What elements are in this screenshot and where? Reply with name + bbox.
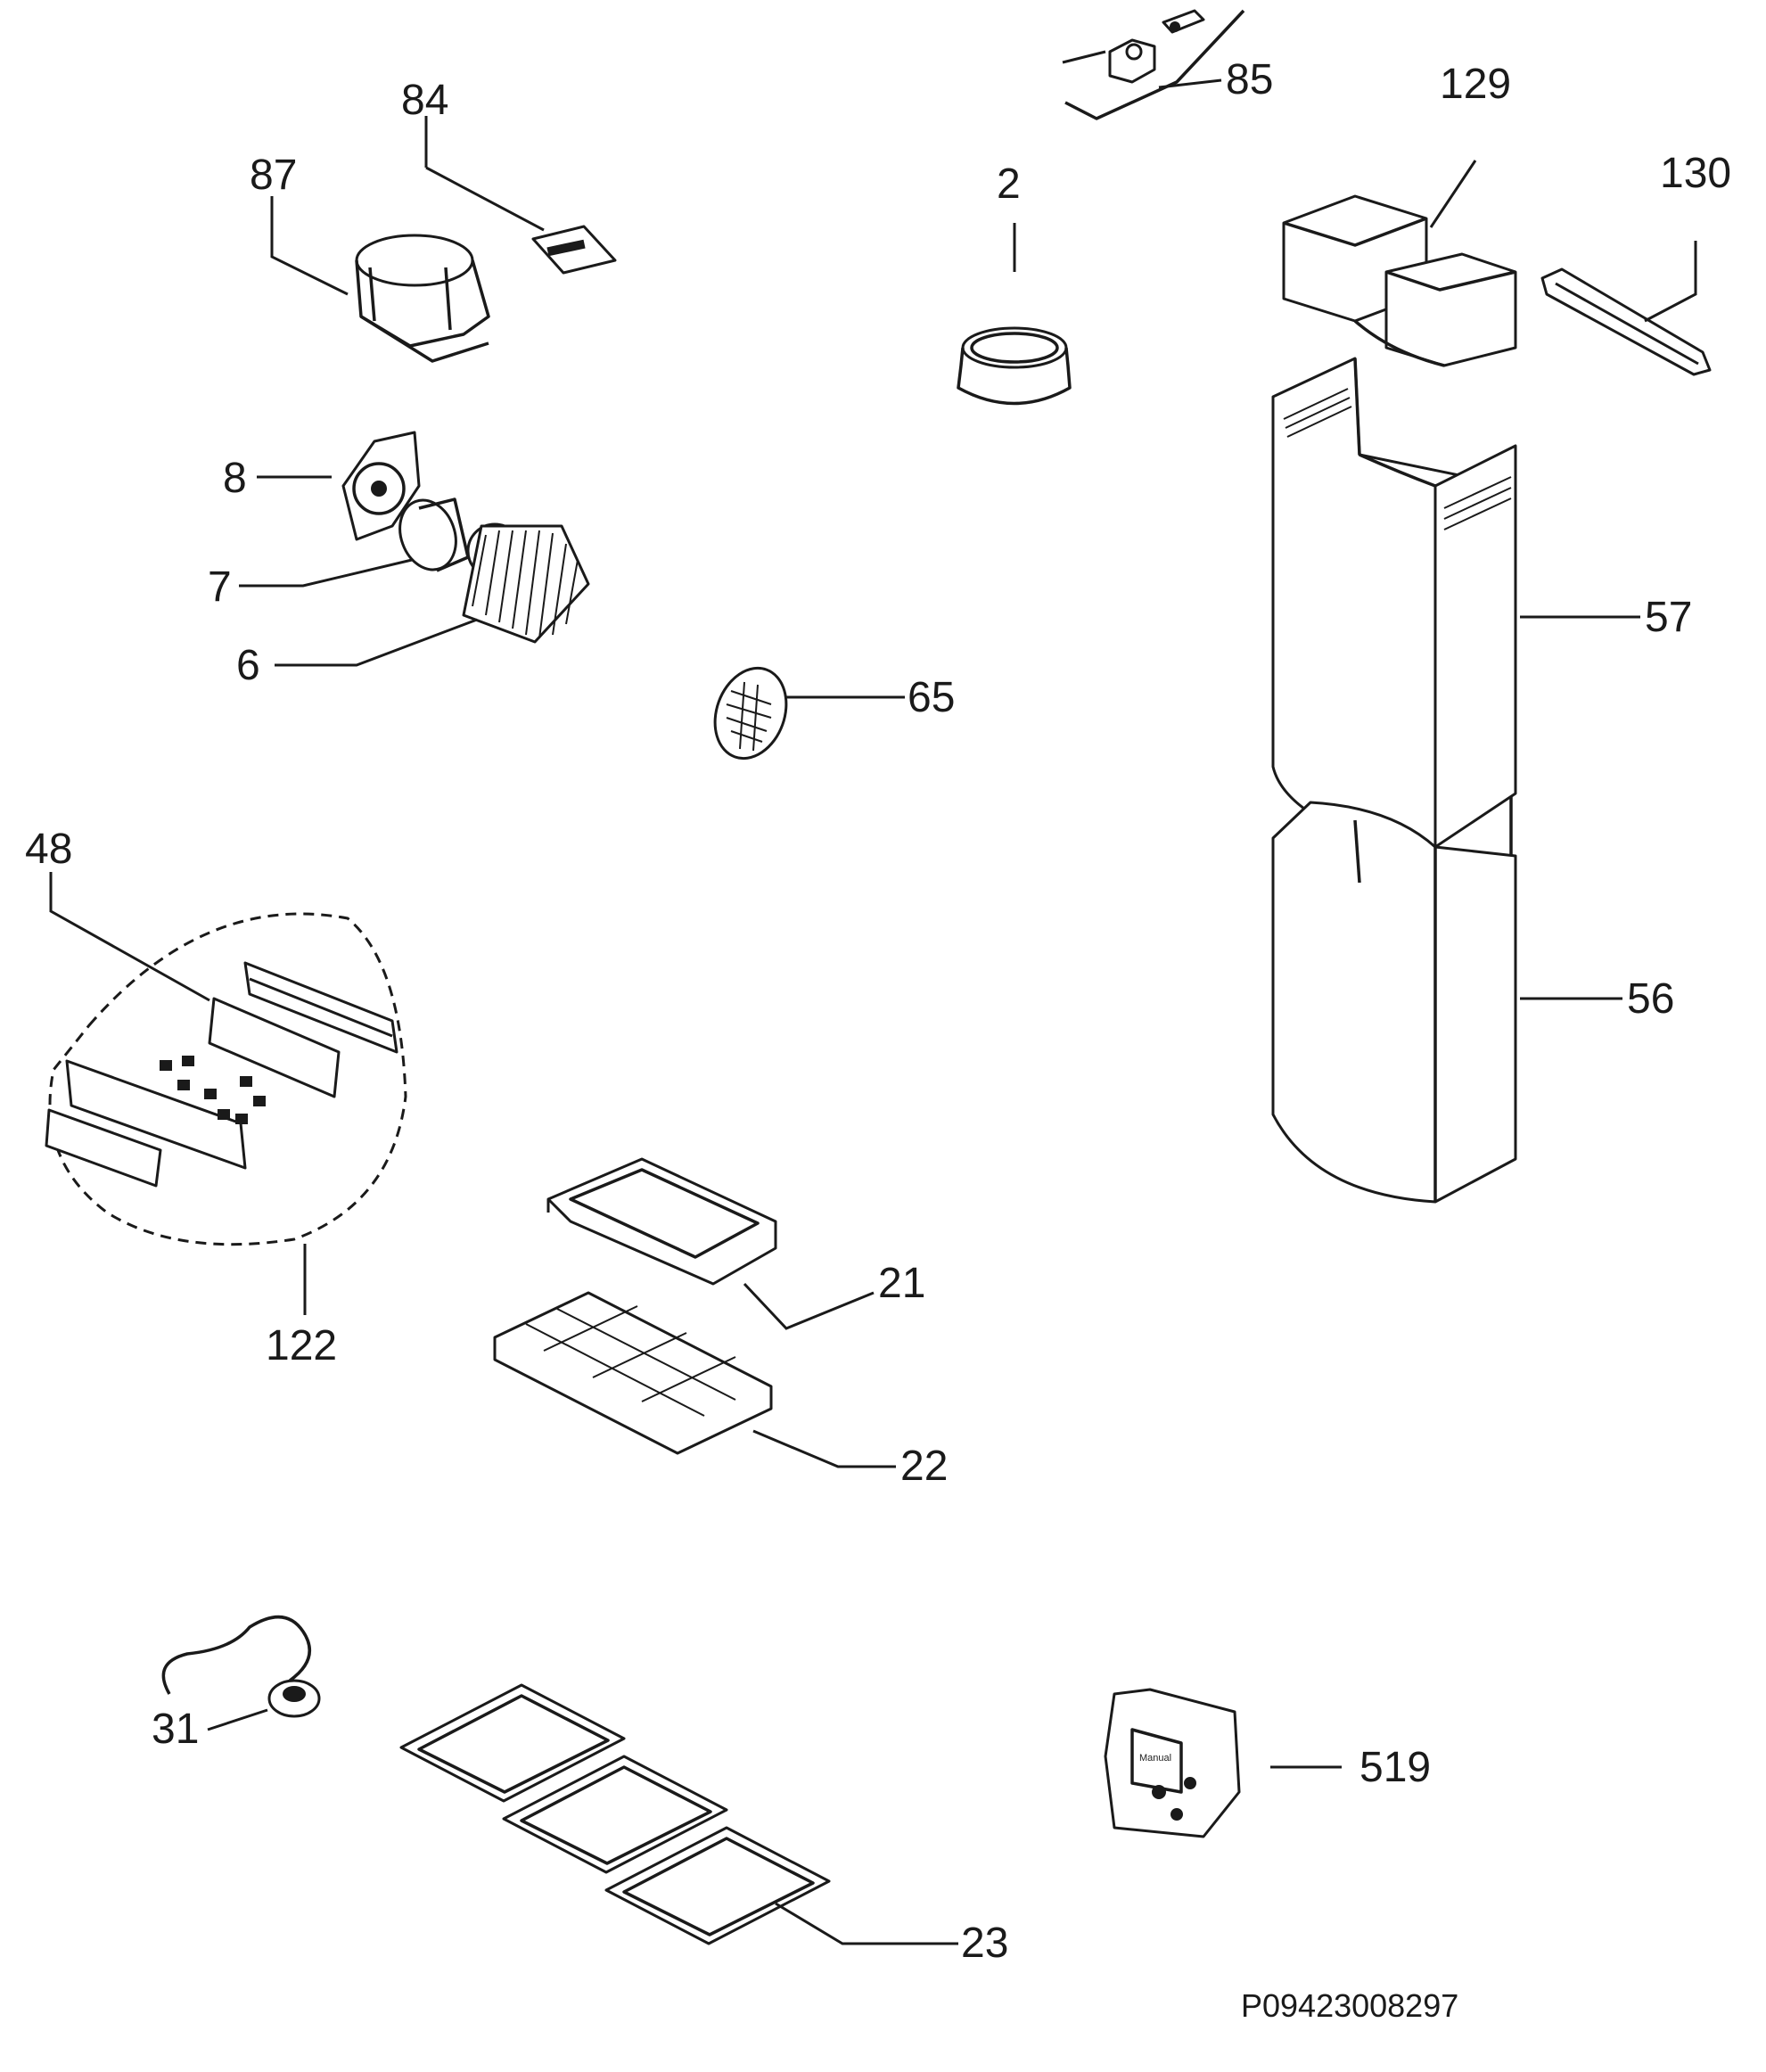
label-7: 7 <box>208 563 232 611</box>
label-87: 87 <box>250 152 297 199</box>
manual-label: Manual <box>1139 1753 1171 1764</box>
label-6: 6 <box>236 642 260 689</box>
part-65-grille[interactable] <box>703 658 799 769</box>
label-84: 84 <box>401 77 448 124</box>
part-56-lower-chimney[interactable] <box>1271 801 1517 1204</box>
label-2: 2 <box>997 160 1021 208</box>
part-57-upper-chimney[interactable] <box>1271 357 1517 858</box>
part-519-accessory-bag[interactable]: Manual <box>1104 1688 1241 1838</box>
part-6-fan-wheel[interactable] <box>462 522 590 644</box>
part-2-collar[interactable] <box>957 326 1072 406</box>
part-8-motor-plate[interactable] <box>341 431 421 541</box>
part-129-duct[interactable] <box>1282 194 1517 367</box>
part-23-filters[interactable] <box>399 1683 831 1945</box>
part-87-fan-housing[interactable] <box>355 234 490 363</box>
label-56: 56 <box>1627 975 1674 1023</box>
label-48: 48 <box>25 826 72 873</box>
label-122: 122 <box>266 1322 337 1369</box>
part-7-motor[interactable] <box>390 492 470 578</box>
part-48-control-panel[interactable] <box>208 961 398 1098</box>
part-122-control-group[interactable] <box>45 912 407 1246</box>
label-129: 129 <box>1440 61 1511 108</box>
label-22: 22 <box>900 1443 948 1490</box>
part-85-bracket-kit[interactable] <box>1062 9 1245 120</box>
part-31-lamp[interactable] <box>161 1615 321 1718</box>
part-84-component[interactable] <box>531 225 617 275</box>
label-21: 21 <box>878 1260 925 1307</box>
part-21-filter-frame[interactable] <box>546 1157 777 1286</box>
label-23: 23 <box>961 1920 1008 1967</box>
part-130-bracket[interactable] <box>1540 267 1712 376</box>
label-31: 31 <box>152 1706 199 1753</box>
label-130: 130 <box>1660 150 1731 197</box>
label-85: 85 <box>1226 56 1273 103</box>
part-22-grease-filter[interactable] <box>493 1291 773 1455</box>
diagram-code: P09423008297 <box>1241 1987 1458 2024</box>
label-8: 8 <box>223 455 247 502</box>
label-519: 519 <box>1359 1744 1431 1791</box>
label-57: 57 <box>1645 594 1692 641</box>
label-65: 65 <box>908 674 955 721</box>
